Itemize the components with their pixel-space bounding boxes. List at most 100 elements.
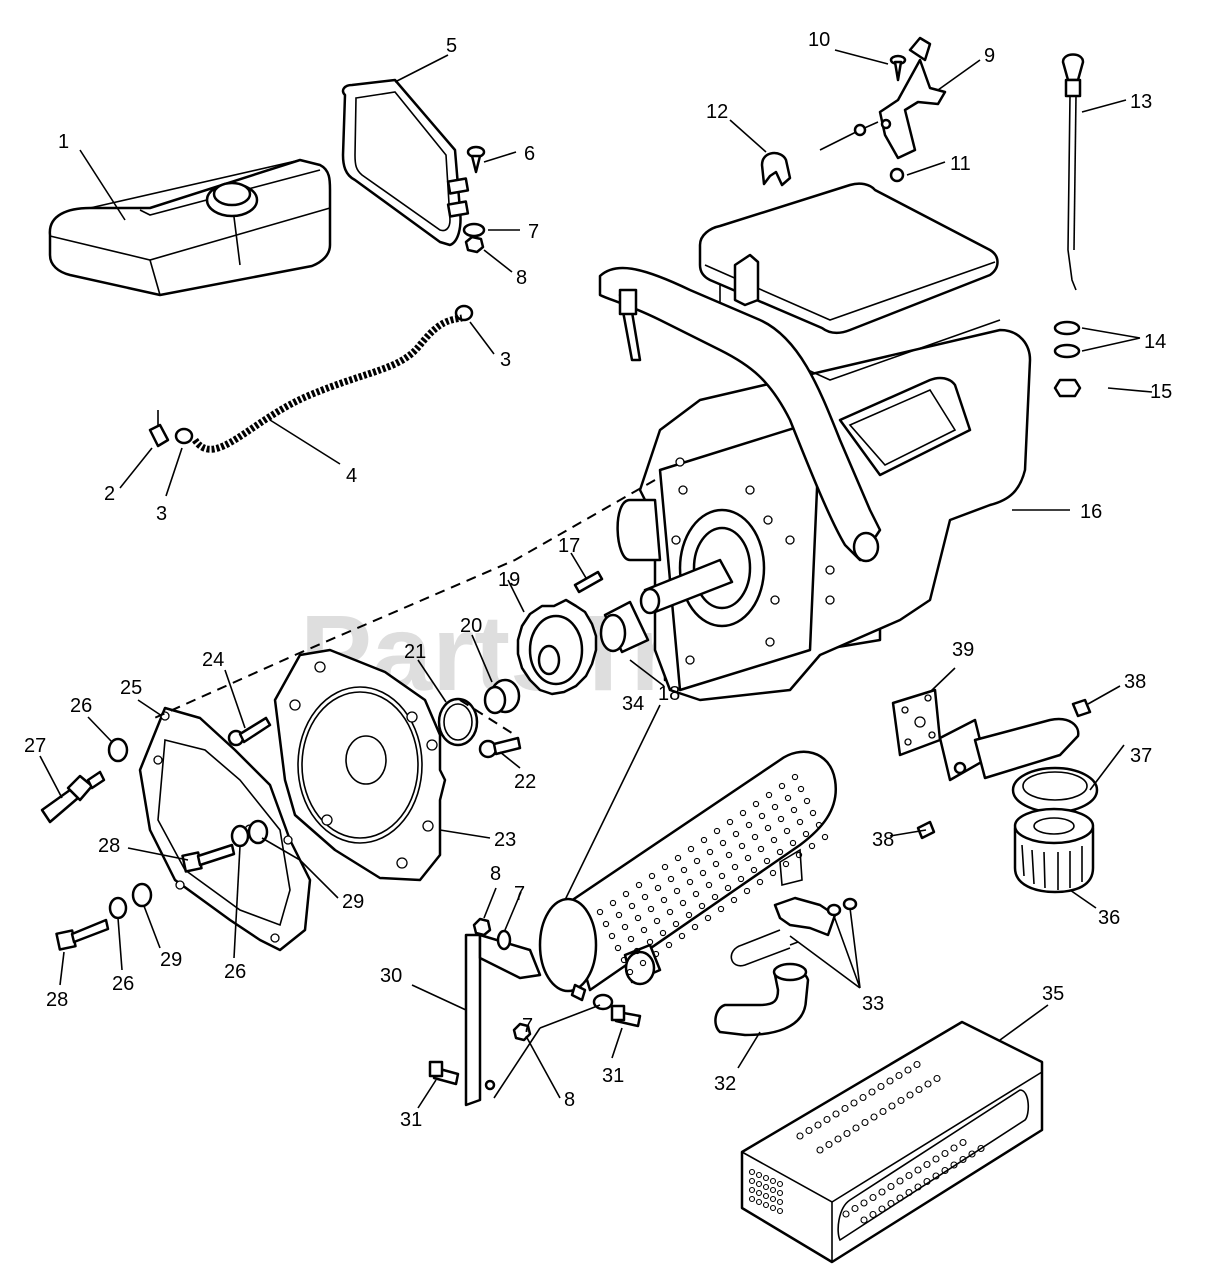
perforation-dot bbox=[776, 1189, 784, 1197]
callout-8: 8 bbox=[564, 1089, 575, 1111]
perforation-dot bbox=[698, 902, 706, 910]
callout-15: 15 bbox=[1150, 381, 1172, 403]
perforation-dot bbox=[679, 899, 687, 907]
perforation-dot bbox=[755, 1198, 763, 1206]
perforation-dot bbox=[596, 908, 604, 916]
perforation-dot bbox=[769, 1204, 777, 1212]
perforation-dot bbox=[641, 893, 649, 901]
perforation-dot bbox=[852, 1124, 860, 1132]
callout-38: 38 bbox=[1124, 671, 1146, 693]
callout-10: 10 bbox=[808, 29, 830, 51]
perforation-dot bbox=[859, 1093, 867, 1102]
perforation-dot bbox=[665, 941, 673, 949]
perforation-dot bbox=[732, 830, 740, 838]
callout-26: 26 bbox=[224, 961, 246, 983]
perforation-dot bbox=[726, 818, 734, 826]
callout-25: 25 bbox=[120, 677, 142, 699]
perforation-dot bbox=[652, 950, 660, 958]
callout-32: 32 bbox=[714, 1073, 736, 1095]
perforation-dot bbox=[646, 938, 654, 946]
perforation-dot bbox=[691, 923, 699, 931]
perforation-dot bbox=[905, 1188, 913, 1197]
callout-6: 6 bbox=[524, 143, 535, 165]
callout-16: 16 bbox=[1080, 501, 1102, 523]
perforation-dot bbox=[762, 1201, 770, 1209]
nut bbox=[472, 917, 492, 937]
perforation-dot bbox=[821, 833, 829, 841]
callout-31: 31 bbox=[602, 1065, 624, 1087]
washer bbox=[1053, 320, 1081, 359]
callout-35: 35 bbox=[1042, 983, 1064, 1005]
perforation-dot bbox=[750, 866, 758, 874]
perforation-dot bbox=[851, 1204, 859, 1213]
perforation-dot bbox=[915, 1085, 923, 1094]
bolt bbox=[227, 716, 272, 747]
callout-11: 11 bbox=[950, 153, 971, 175]
perforation-dot bbox=[959, 1155, 967, 1164]
perforation-dot bbox=[769, 1186, 777, 1194]
perforation-dot bbox=[763, 857, 771, 865]
perforation-dot bbox=[941, 1166, 949, 1175]
perforation-dot bbox=[719, 839, 727, 847]
callout-22: 22 bbox=[514, 771, 536, 793]
perforation-dot bbox=[789, 839, 797, 847]
hose-clamp bbox=[174, 304, 474, 445]
callout-labels: 1 2 3 3 4 5 6 7 7 7 8 8 8 9 10 11 12 13 … bbox=[24, 29, 1172, 1131]
washer bbox=[496, 929, 512, 951]
perforation-dot bbox=[647, 905, 655, 913]
perforation-dot bbox=[743, 887, 751, 895]
fitting bbox=[40, 770, 106, 824]
perforation-dot bbox=[950, 1161, 958, 1169]
perforation-dot bbox=[748, 1186, 756, 1194]
perforation-dot bbox=[737, 875, 745, 883]
perforation-dot bbox=[648, 872, 656, 880]
perforation-dot bbox=[941, 1149, 949, 1158]
perforation-dot bbox=[887, 1182, 895, 1191]
throttle-bracket bbox=[819, 36, 947, 160]
callout-18: 18 bbox=[658, 683, 680, 705]
callout-28: 28 bbox=[98, 835, 120, 857]
perforation-dot bbox=[744, 854, 752, 862]
callout-14: 14 bbox=[1144, 331, 1166, 353]
o-ring bbox=[437, 697, 479, 747]
callout-33: 33 bbox=[862, 993, 884, 1015]
perforation-dot bbox=[832, 1110, 840, 1118]
perforation-dot bbox=[896, 1177, 904, 1185]
muffler bbox=[538, 750, 838, 993]
perforation-dot bbox=[795, 851, 803, 859]
perforation-dot bbox=[777, 815, 785, 823]
perforation-dot bbox=[686, 878, 694, 886]
perforation-dot bbox=[731, 863, 739, 871]
leader-lines bbox=[39, 49, 1153, 1109]
callout-24: 24 bbox=[202, 649, 224, 671]
perforation-dot bbox=[923, 1177, 931, 1186]
perforation-dot bbox=[879, 1107, 887, 1116]
callout-34: 34 bbox=[622, 693, 644, 715]
perforation-dot bbox=[626, 968, 634, 976]
perforation-dot bbox=[602, 920, 610, 928]
callout-8: 8 bbox=[516, 267, 527, 289]
perforation-dot bbox=[700, 836, 708, 844]
perforation-dot bbox=[687, 845, 695, 853]
perforation-dot bbox=[870, 1113, 878, 1121]
perforation-dot bbox=[620, 956, 628, 964]
nut bbox=[464, 235, 485, 254]
perforation-dot bbox=[751, 833, 759, 841]
perforation-dot bbox=[609, 899, 617, 907]
gasket bbox=[138, 706, 312, 952]
bolt bbox=[428, 1004, 642, 1086]
perforation-dot bbox=[706, 848, 714, 856]
callout-29: 29 bbox=[342, 891, 364, 913]
perforation-dot bbox=[711, 893, 719, 901]
perforation-dot bbox=[705, 881, 713, 889]
perforation-dot bbox=[712, 860, 720, 868]
perforation-dot bbox=[762, 1183, 770, 1191]
perforation-dot bbox=[725, 851, 733, 859]
perforation-dot bbox=[765, 791, 773, 799]
engine bbox=[598, 182, 1032, 702]
perforation-dot bbox=[878, 1188, 886, 1196]
perforation-dot bbox=[924, 1080, 932, 1088]
perforation-dot bbox=[850, 1099, 858, 1107]
